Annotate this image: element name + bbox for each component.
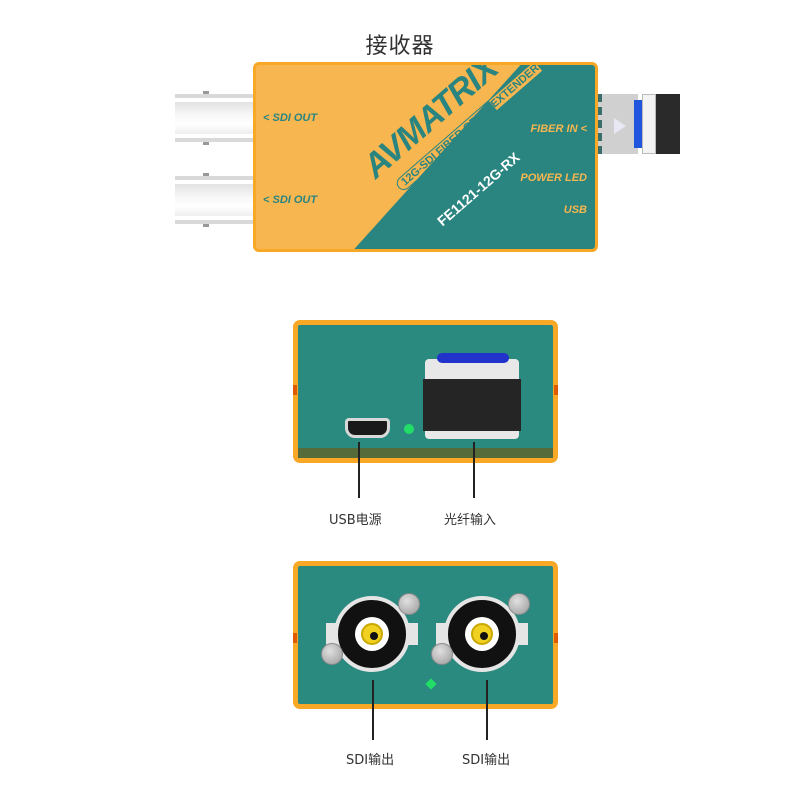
label-usb: USB <box>563 204 587 216</box>
callout-line-sdi-1 <box>372 680 374 740</box>
callout-line-fiber <box>473 442 475 498</box>
callout-line-usb <box>358 442 360 498</box>
caption-usb-power: USB电源 <box>329 513 382 528</box>
label-power-led: POWER LED <box>520 172 587 184</box>
bnc-sdi-out-2 <box>444 596 520 672</box>
receiver-front-panel-fiber <box>293 320 558 463</box>
receiver-back-panel-sdi <box>293 561 558 709</box>
sfp-module-side <box>598 90 680 158</box>
label-sdi-out-1: < SDI OUT <box>263 112 318 124</box>
screw-icon <box>431 643 453 665</box>
callout-line-sdi-2 <box>486 680 488 740</box>
caption-fiber-input: 光纤输入 <box>444 513 497 528</box>
sfp-fiber-port <box>423 353 521 443</box>
screw-icon <box>321 643 343 665</box>
screw-icon <box>398 593 420 615</box>
status-led-icon <box>425 678 437 690</box>
power-led-icon <box>404 424 414 434</box>
bnc-connector-side-2 <box>175 173 255 227</box>
screw-icon <box>508 593 530 615</box>
bnc-connector-side-1 <box>175 91 255 145</box>
caption-sdi-out-2: SDI输出 <box>462 753 511 768</box>
receiver-device-side-view: AVMATRIX 12G-SDI FIBER OPTIC EXTENDER FE… <box>253 62 598 252</box>
label-sdi-out-2: < SDI OUT <box>263 194 318 206</box>
label-fiber-in: FIBER IN < <box>530 123 587 135</box>
caption-sdi-out-1: SDI输出 <box>346 753 395 768</box>
page-title: 接收器 <box>365 34 435 59</box>
usb-power-port <box>345 418 390 438</box>
arrow-icon <box>614 118 626 134</box>
bnc-sdi-out-1 <box>334 596 410 672</box>
